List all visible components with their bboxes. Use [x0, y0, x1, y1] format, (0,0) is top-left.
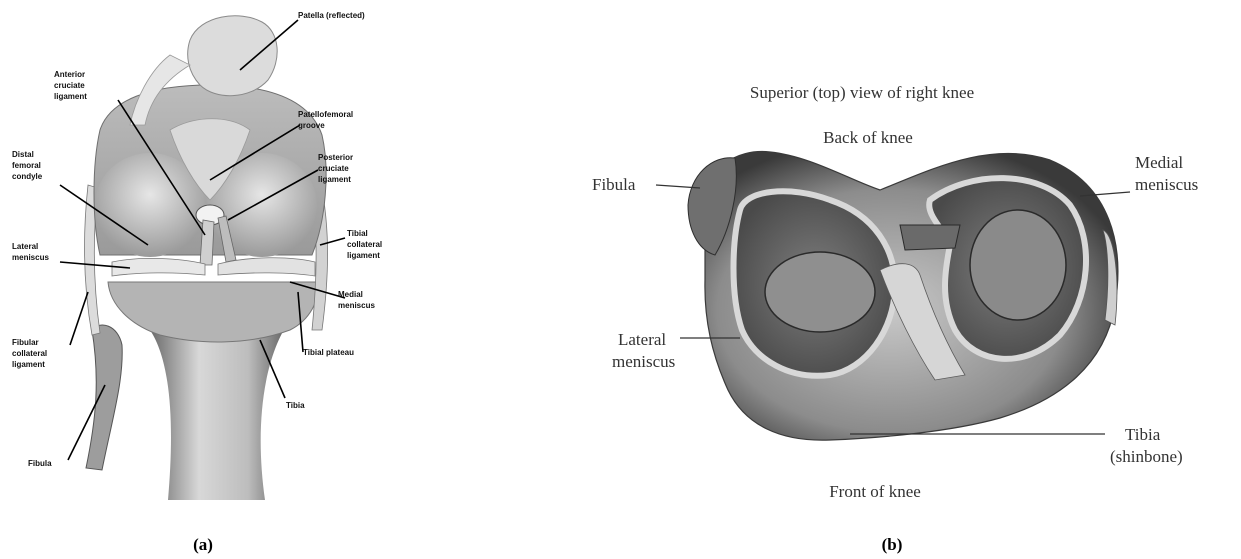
label-tibia-a: Tibia — [286, 401, 305, 410]
label-tibia-b: Tibia (shinbone) — [1110, 425, 1183, 466]
panel-b-title: Superior (top) view of right knee — [750, 83, 974, 102]
label-tibial-collateral: Tibial collateral ligament — [347, 229, 384, 260]
label-front-of-knee: Front of knee — [829, 482, 921, 501]
posterior-ligament-block — [900, 225, 960, 250]
label-lateral-meniscus-b: Lateral meniscus — [612, 330, 675, 371]
leader-fibular-collateral — [70, 292, 88, 345]
label-medial-meniscus-b: Medial meniscus — [1135, 153, 1198, 194]
label-distal-condyle: Distal femoral condyle — [12, 150, 43, 181]
medial-plateau-center — [970, 210, 1066, 320]
label-acl: Anterior cruciate ligament — [54, 70, 87, 101]
tibial-head — [108, 282, 318, 342]
patella-bone — [188, 16, 278, 96]
label-fibular-collateral: Fibular collateral ligament — [12, 338, 49, 369]
label-fibula-a: Fibula — [28, 459, 52, 468]
label-patella: Patella (reflected) — [298, 11, 365, 20]
lateral-plateau-center — [765, 252, 875, 332]
caption-a: (a) — [193, 535, 213, 554]
label-fibula-b: Fibula — [592, 175, 636, 194]
fibula-bone — [86, 325, 122, 470]
panel-b-tibia-top-view: Superior (top) view of right knee Back o… — [592, 83, 1198, 554]
caption-b: (b) — [882, 535, 903, 554]
label-tibial-plateau: Tibial plateau — [303, 348, 354, 357]
label-pcl: Posterior cruciate ligament — [318, 153, 355, 184]
label-lateral-meniscus: Lateral meniscus — [12, 242, 49, 262]
label-medial-meniscus: Medial meniscus — [338, 290, 375, 310]
label-back-of-knee: Back of knee — [823, 128, 913, 147]
panel-a-knee-front-view: Patella (reflected) Anterior cruciate li… — [12, 11, 384, 554]
